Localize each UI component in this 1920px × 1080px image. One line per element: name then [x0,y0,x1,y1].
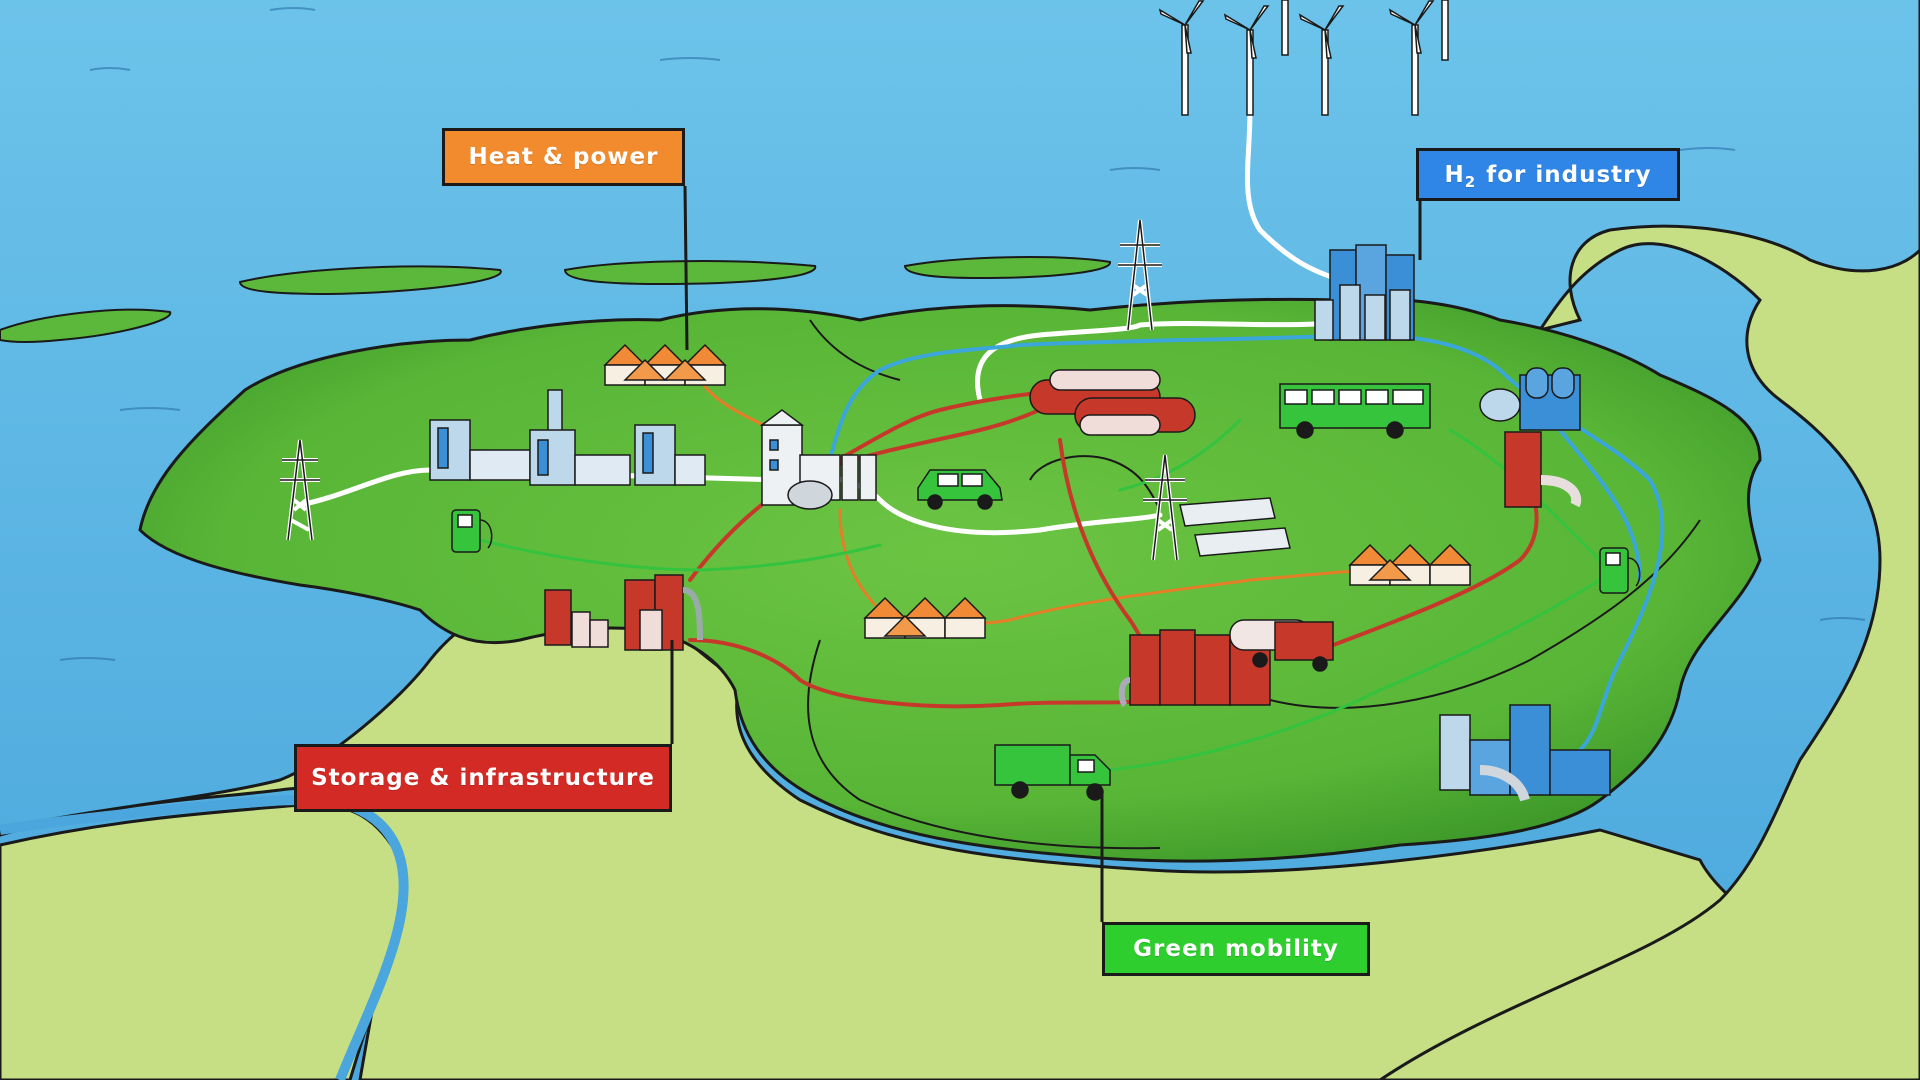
heat-and-power-label: Heat & power [442,128,685,186]
wind-turbine-icon [1281,0,1289,56]
island-ridge-3 [1029,455,1161,511]
fuel-pump-icon [451,509,493,553]
wind-turbine-icon [1298,5,1345,116]
green-mobility-label: Green mobility [1102,922,1370,976]
label-text-rest: for industry [1486,161,1652,188]
pylons [280,219,1187,561]
mainland-left [0,802,404,1080]
hydrogen-pipe [828,332,1665,752]
power-line [975,317,1363,403]
green-bus-icon [1279,383,1431,439]
mobility-line [1118,418,1242,492]
houses-icon [603,343,1472,639]
storage-line [688,638,1152,709]
storage-line [688,388,1062,582]
green-truck-icon [994,744,1111,801]
wind-turbine-icon [1158,0,1205,116]
power-pylon-icon [1118,219,1162,331]
industry-plant-icon [1479,367,1581,431]
mobility-line [478,538,882,572]
green-car-icon [917,469,1003,510]
heat-line [838,508,1392,626]
wind-farm [1158,0,1449,116]
label-text-subscript: 2 [1464,172,1477,191]
island-ridge-1 [807,639,1161,850]
hydrogen-pipe [1558,428,1642,582]
small-islands [0,256,1111,343]
storage-tank-icon [1118,629,1271,708]
power-pylon-icon [280,439,320,541]
storage-tank-icon [1504,431,1582,508]
storage-tank-icon [544,574,703,651]
wind-turbine-icon [1388,0,1435,116]
electrolyser-plant-icon [759,409,877,510]
flag-poles [670,185,1422,922]
industry-plant-icon [1314,244,1415,341]
wind-turbine-icon [1223,5,1270,116]
label-text-h: H [1444,161,1465,188]
solar-panel-icon [1179,497,1291,557]
tanker-truck-icon [1229,619,1334,672]
mobility-line [1108,578,1602,772]
storage-and-infrastructure-label: Storage & infrastructure [294,744,672,812]
storage-line [1318,488,1539,652]
island-ridge-4 [809,319,901,381]
mainland-right [1377,0,1920,1080]
storage-tank-icon [1029,369,1196,436]
power-plant-icon [429,389,706,486]
fuel-pump-icon [1599,547,1641,594]
power-pylon-icon [1143,454,1187,561]
wind-turbine-icon [1441,0,1449,61]
power-line [297,467,1163,536]
power-line [1245,107,1343,283]
industry-plant-icon [1439,704,1611,802]
